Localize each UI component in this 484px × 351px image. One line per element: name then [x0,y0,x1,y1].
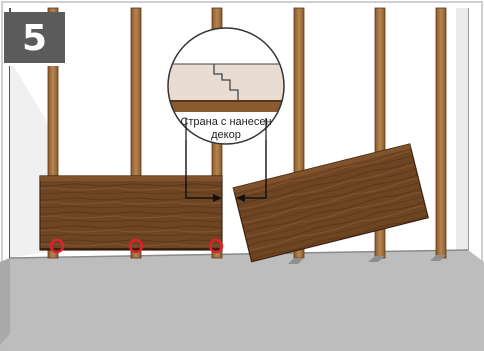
marker-2 [128,238,144,254]
decor-side-label-line2: декор [211,129,241,141]
installed-panel [39,175,223,251]
tongue-groove-profile [213,64,239,102]
decor-layer [168,102,284,112]
joint-arrows [185,140,267,202]
floor-left-edge [0,258,10,345]
arrow-right-head [213,194,222,202]
floor [0,250,484,351]
marker-3 [208,238,224,254]
step-number-badge: 5 [4,12,68,66]
contact-markers [49,238,224,254]
decor-side-label: Страна с нанесен декор [170,116,282,142]
stud-6 [435,7,447,259]
stud-2 [130,7,142,259]
stud-1 [47,7,59,259]
tilted-panel [232,143,429,263]
right-wall-shade [456,8,468,258]
arrow-left-head [236,194,245,202]
floor-wall-line [9,249,469,259]
marker-1 [49,238,65,254]
decor-side-label-line1: Страна с нанесен [180,116,272,128]
callout-border [167,27,285,145]
